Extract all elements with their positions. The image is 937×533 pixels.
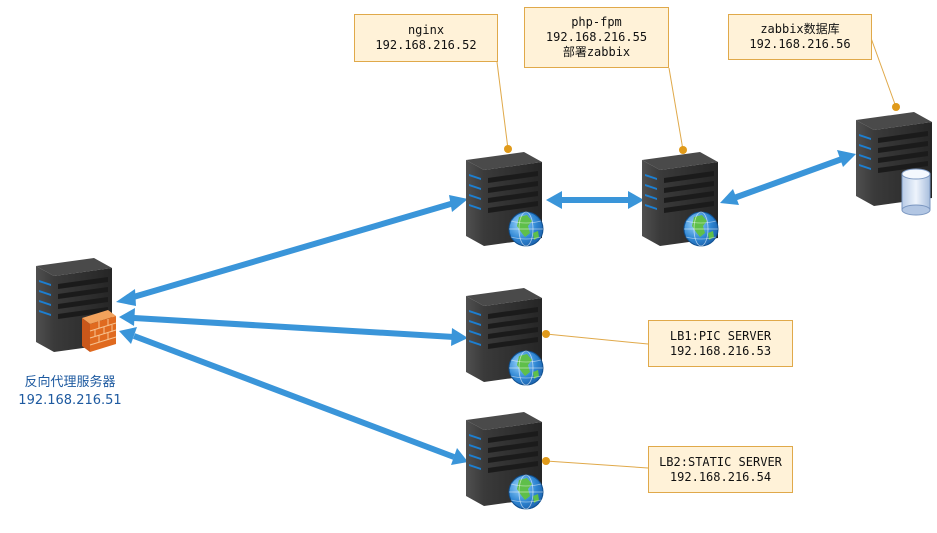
note-zabbix-db: zabbix数据库 192.168.216.56 (728, 14, 872, 60)
arrowhead (628, 191, 644, 209)
phpfpm-server-icon (642, 152, 719, 247)
globe-icon (508, 211, 544, 247)
note-phpfpm-role: 部署zabbix (562, 45, 631, 59)
link-proxy-lb2 (132, 333, 456, 460)
link-proxy-lb1 (133, 315, 455, 340)
callout-dot (679, 146, 687, 154)
arrowhead (451, 448, 468, 465)
note-nginx-name: nginx (407, 23, 445, 37)
callout-line-phpfpm (668, 67, 684, 151)
globe-icon (508, 474, 544, 510)
arrowhead (116, 289, 136, 306)
note-lb1-ip: 192.168.216.53 (669, 343, 772, 358)
arrowhead (546, 191, 562, 209)
lb2-server-icon (466, 412, 544, 510)
note-phpfpm-name: php-fpm (571, 15, 622, 29)
firewall-server-icon (36, 258, 117, 352)
note-phpfpm-ip: 192.168.216.55 (545, 30, 648, 44)
note-phpfpm: php-fpm 192.168.216.55 部署zabbix (524, 7, 669, 68)
link-phpfpm-db (732, 156, 844, 201)
note-nginx-ip: 192.168.216.52 (375, 38, 477, 52)
note-lb2: LB2:STATIC SERVER 192.168.216.54 (648, 446, 793, 493)
arrowhead (449, 195, 468, 212)
database-icon (901, 168, 931, 216)
arrowhead (119, 308, 135, 326)
callout-dot (892, 103, 900, 111)
note-lb1-name: LB1:PIC SERVER (669, 328, 772, 343)
proxy-ip: 192.168.216.51 (18, 393, 122, 408)
callout-line-db (870, 37, 897, 108)
note-lb1: LB1:PIC SERVER 192.168.216.53 (648, 320, 793, 367)
note-db-name: zabbix数据库 (760, 22, 840, 36)
note-db-ip: 192.168.216.56 (749, 37, 851, 51)
arrowhead (720, 189, 739, 205)
callout-line-nginx (496, 61, 509, 150)
callout-dot (504, 145, 512, 153)
database-server-icon (856, 112, 932, 216)
nginx-server-icon (466, 152, 544, 247)
callout-line-lb1 (545, 333, 649, 345)
firewall-icon (82, 310, 117, 352)
note-lb2-name: LB2:STATIC SERVER (659, 454, 782, 469)
globe-icon (683, 211, 719, 247)
callout-dot (542, 330, 550, 338)
note-lb2-ip: 192.168.216.54 (669, 469, 772, 484)
proxy-name: 反向代理服务器 (24, 375, 116, 390)
callout-dot (542, 457, 550, 465)
callout-line-lb2 (545, 460, 649, 469)
proxy-label: 反向代理服务器 192.168.216.51 (0, 374, 140, 410)
lb1-server-icon (466, 288, 544, 386)
arrowhead (119, 327, 137, 344)
link-proxy-nginx (129, 200, 455, 301)
globe-icon (508, 350, 544, 386)
note-nginx: nginx 192.168.216.52 (354, 14, 498, 62)
connection-links (129, 156, 844, 460)
arrowhead (837, 150, 856, 167)
arrowhead (451, 328, 468, 346)
